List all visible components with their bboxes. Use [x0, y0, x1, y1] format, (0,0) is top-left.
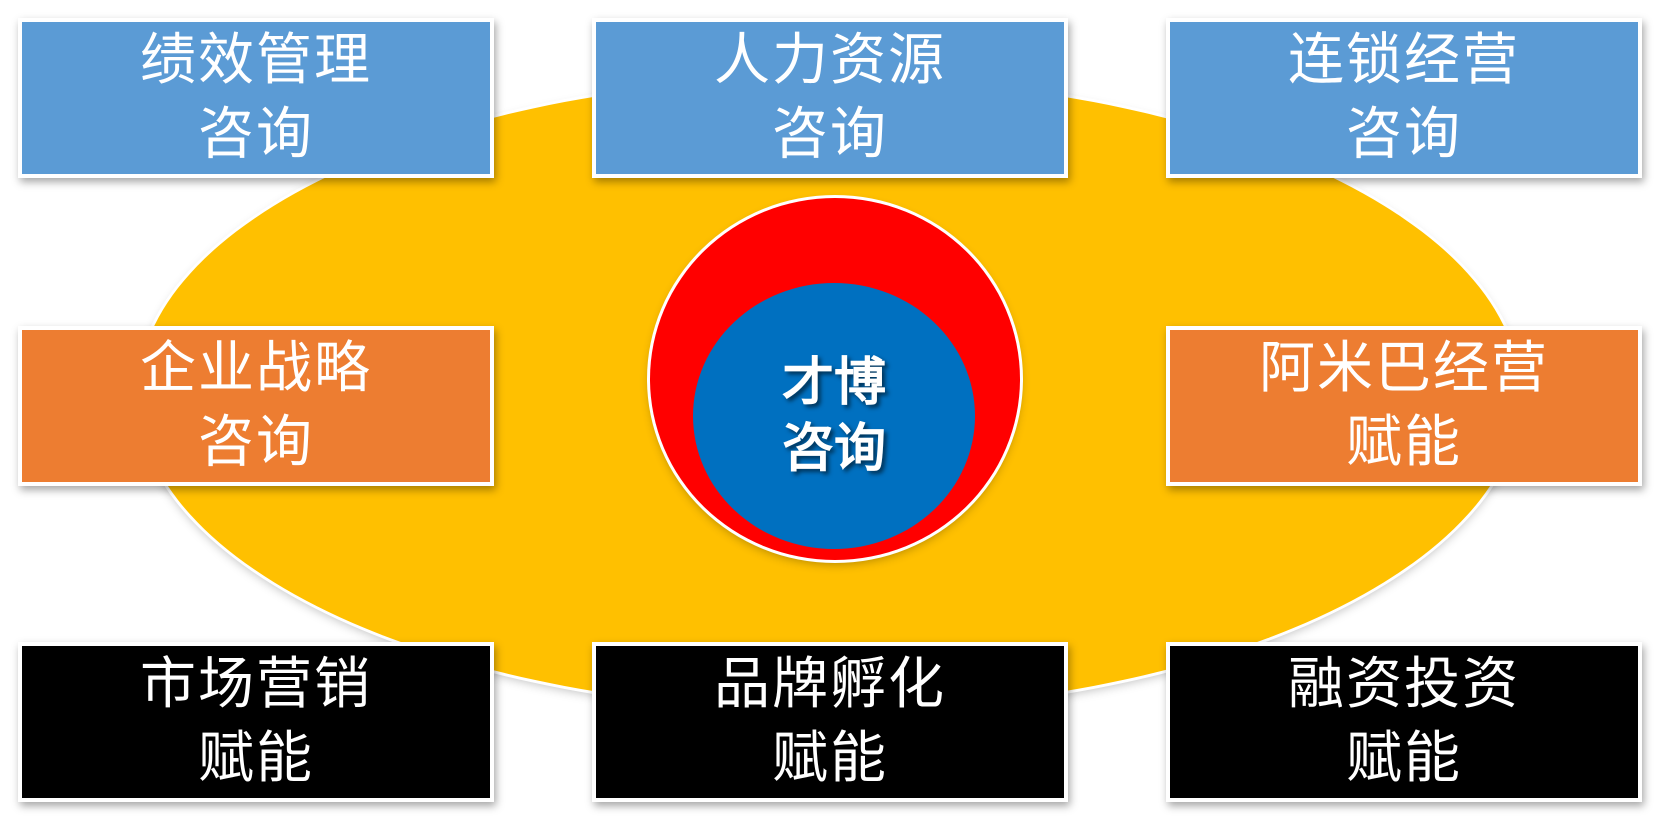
box-label-line2: 咨询 — [198, 102, 314, 167]
box-human-resources: 人力资源 咨询 — [592, 18, 1068, 178]
center-core-circle: 才博 咨询 — [693, 283, 975, 549]
center-label-line2: 咨询 — [781, 418, 886, 479]
box-label-line1: 人力资源 — [714, 28, 946, 93]
box-chain-operation: 连锁经营 咨询 — [1166, 18, 1642, 178]
box-label-line1: 融资投资 — [1288, 652, 1520, 717]
box-amoeba-management: 阿米巴经营 赋能 — [1166, 326, 1642, 486]
box-label-line1: 阿米巴经营 — [1259, 336, 1549, 401]
box-financing-investment: 融资投资 赋能 — [1166, 642, 1642, 802]
box-brand-incubation: 品牌孵化 赋能 — [592, 642, 1068, 802]
box-label-line1: 绩效管理 — [140, 28, 372, 93]
box-corporate-strategy: 企业战略 咨询 — [18, 326, 494, 486]
box-performance-management: 绩效管理 咨询 — [18, 18, 494, 178]
box-label-line2: 咨询 — [198, 410, 314, 475]
box-marketing: 市场营销 赋能 — [18, 642, 494, 802]
box-label-line2: 赋能 — [1346, 410, 1462, 475]
box-label-line1: 企业战略 — [140, 336, 372, 401]
box-label-line2: 咨询 — [772, 102, 888, 167]
center-label-line1: 才博 — [781, 352, 886, 413]
box-label-line1: 市场营销 — [140, 652, 372, 717]
box-label-line1: 连锁经营 — [1288, 28, 1520, 93]
box-label-line2: 赋能 — [198, 726, 314, 791]
box-label-line2: 咨询 — [1346, 102, 1462, 167]
box-label-line2: 赋能 — [772, 726, 888, 791]
box-label-line2: 赋能 — [1346, 726, 1462, 791]
box-label-line1: 品牌孵化 — [714, 652, 946, 717]
